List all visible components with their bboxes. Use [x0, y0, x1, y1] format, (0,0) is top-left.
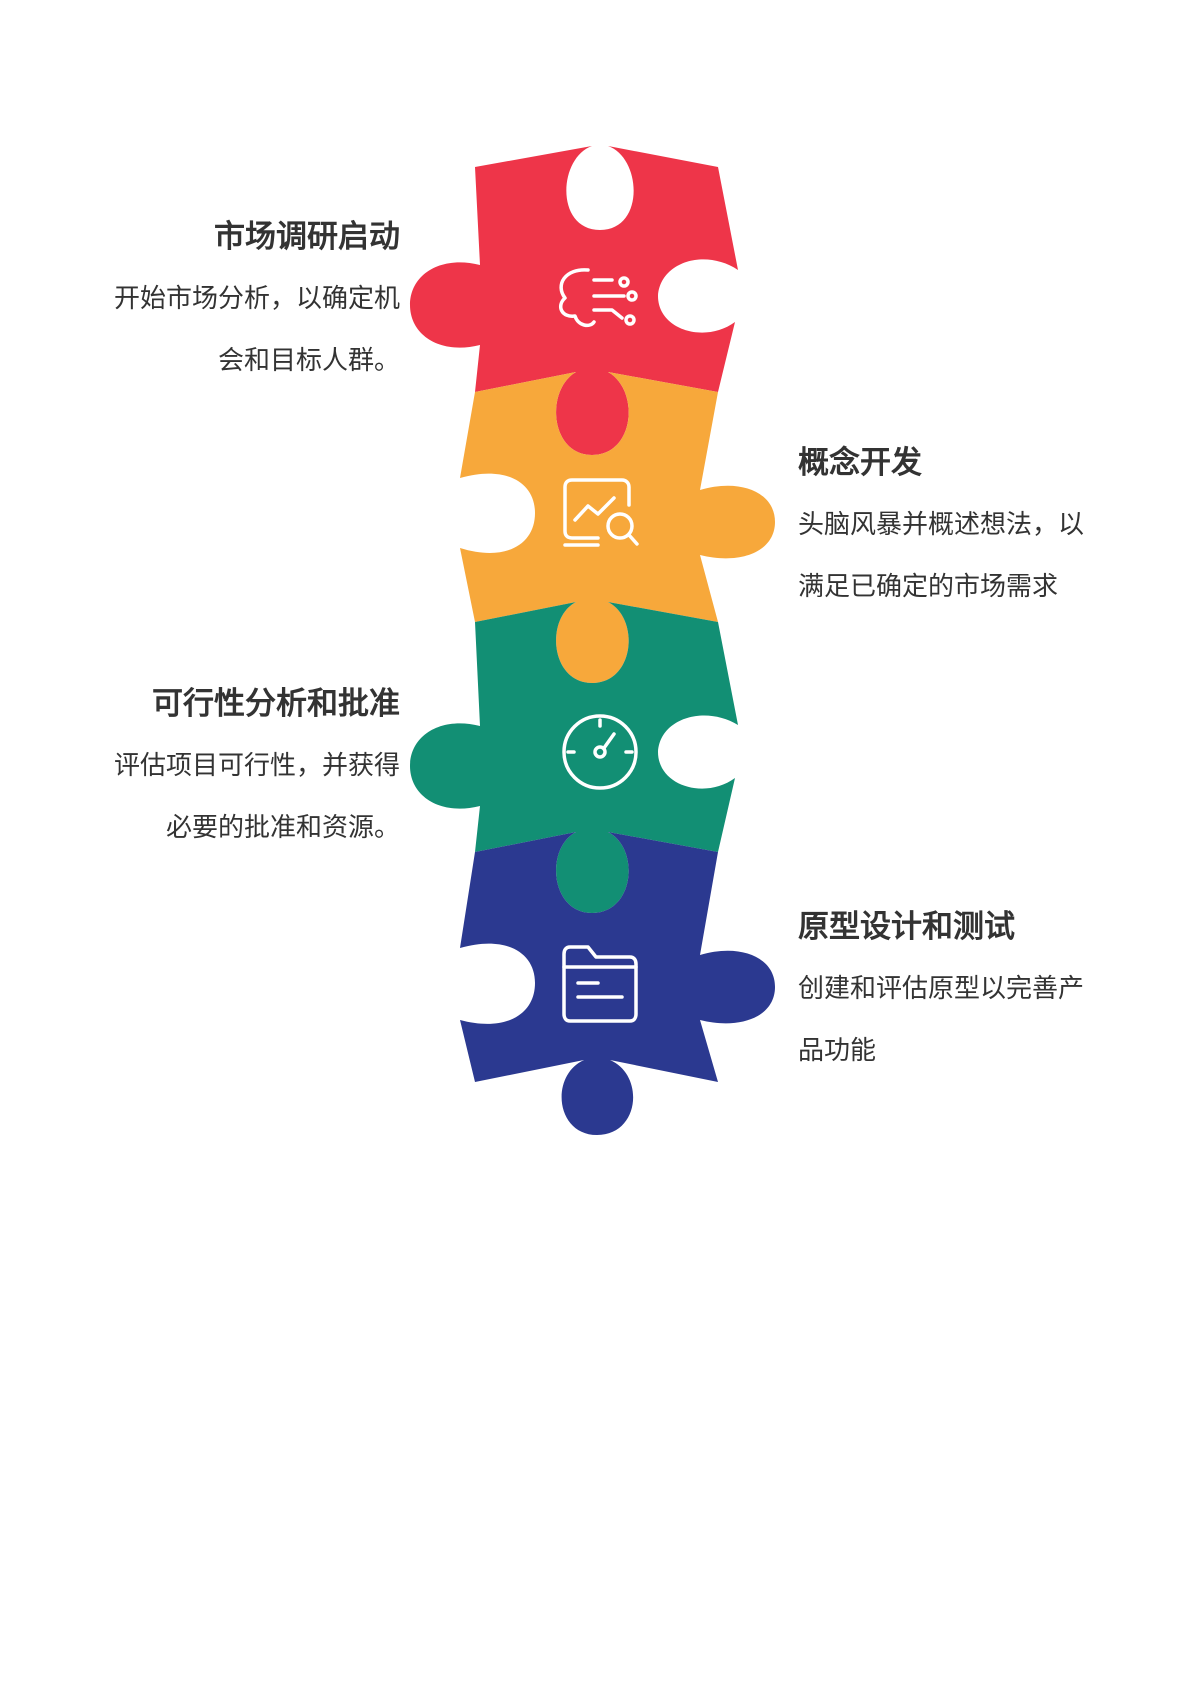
puzzle-piece-3 — [410, 602, 738, 913]
puzzle-piece-2 — [460, 372, 775, 683]
step-3-description-line-2: 必要的批准和资源。 — [165, 813, 400, 843]
step-2-description-line-2: 满足已确定的市场需求 — [798, 572, 1059, 602]
step-4-title: 原型设计和测试 — [798, 909, 1015, 945]
puzzle-piece-1-body — [410, 146, 738, 455]
step-1-description-line-2: 会和目标人群。 — [217, 346, 400, 376]
step-4-description: 创建和评估原型以完善产 品功能 — [798, 958, 1128, 1082]
step-2-label: 概念开发 头脑风暴并概述想法，以 满足已确定的市场需求 — [798, 443, 1128, 618]
step-1-description-line-1: 开始市场分析，以确定机 — [113, 284, 400, 314]
brain-circuit-icon — [559, 268, 638, 328]
step-1-label: 市场调研启动 开始市场分析，以确定机 会和目标人群。 — [60, 217, 400, 392]
step-3-description: 评估项目可行性，并获得 必要的批准和资源。 — [60, 735, 400, 859]
step-2-description-line-1: 头脑风暴并概述想法，以 — [798, 510, 1085, 540]
folder-icon — [562, 945, 638, 1023]
step-2-title: 概念开发 — [798, 445, 922, 481]
chart-search-icon — [563, 478, 639, 547]
puzzle-piece-4 — [460, 832, 775, 1135]
puzzle-piece-3-body — [410, 602, 738, 913]
puzzle-piece-1 — [410, 146, 738, 455]
puzzle-piece-4-body — [460, 832, 775, 1135]
gauge-icon — [562, 714, 638, 790]
step-4-description-line-1: 创建和评估原型以完善产 — [798, 974, 1085, 1004]
step-3-description-line-1: 评估项目可行性，并获得 — [113, 751, 400, 781]
step-4-description-line-2: 品功能 — [798, 1036, 877, 1066]
step-1-title: 市场调研启动 — [214, 219, 400, 255]
step-2-description: 头脑风暴并概述想法，以 满足已确定的市场需求 — [798, 494, 1128, 618]
step-1-description: 开始市场分析，以确定机 会和目标人群。 — [60, 268, 400, 392]
puzzle-piece-2-body — [460, 372, 775, 683]
step-3-title: 可行性分析和批准 — [152, 686, 400, 722]
step-4-label: 原型设计和测试 创建和评估原型以完善产 品功能 — [798, 907, 1128, 1082]
step-3-label: 可行性分析和批准 评估项目可行性，并获得 必要的批准和资源。 — [60, 684, 400, 859]
